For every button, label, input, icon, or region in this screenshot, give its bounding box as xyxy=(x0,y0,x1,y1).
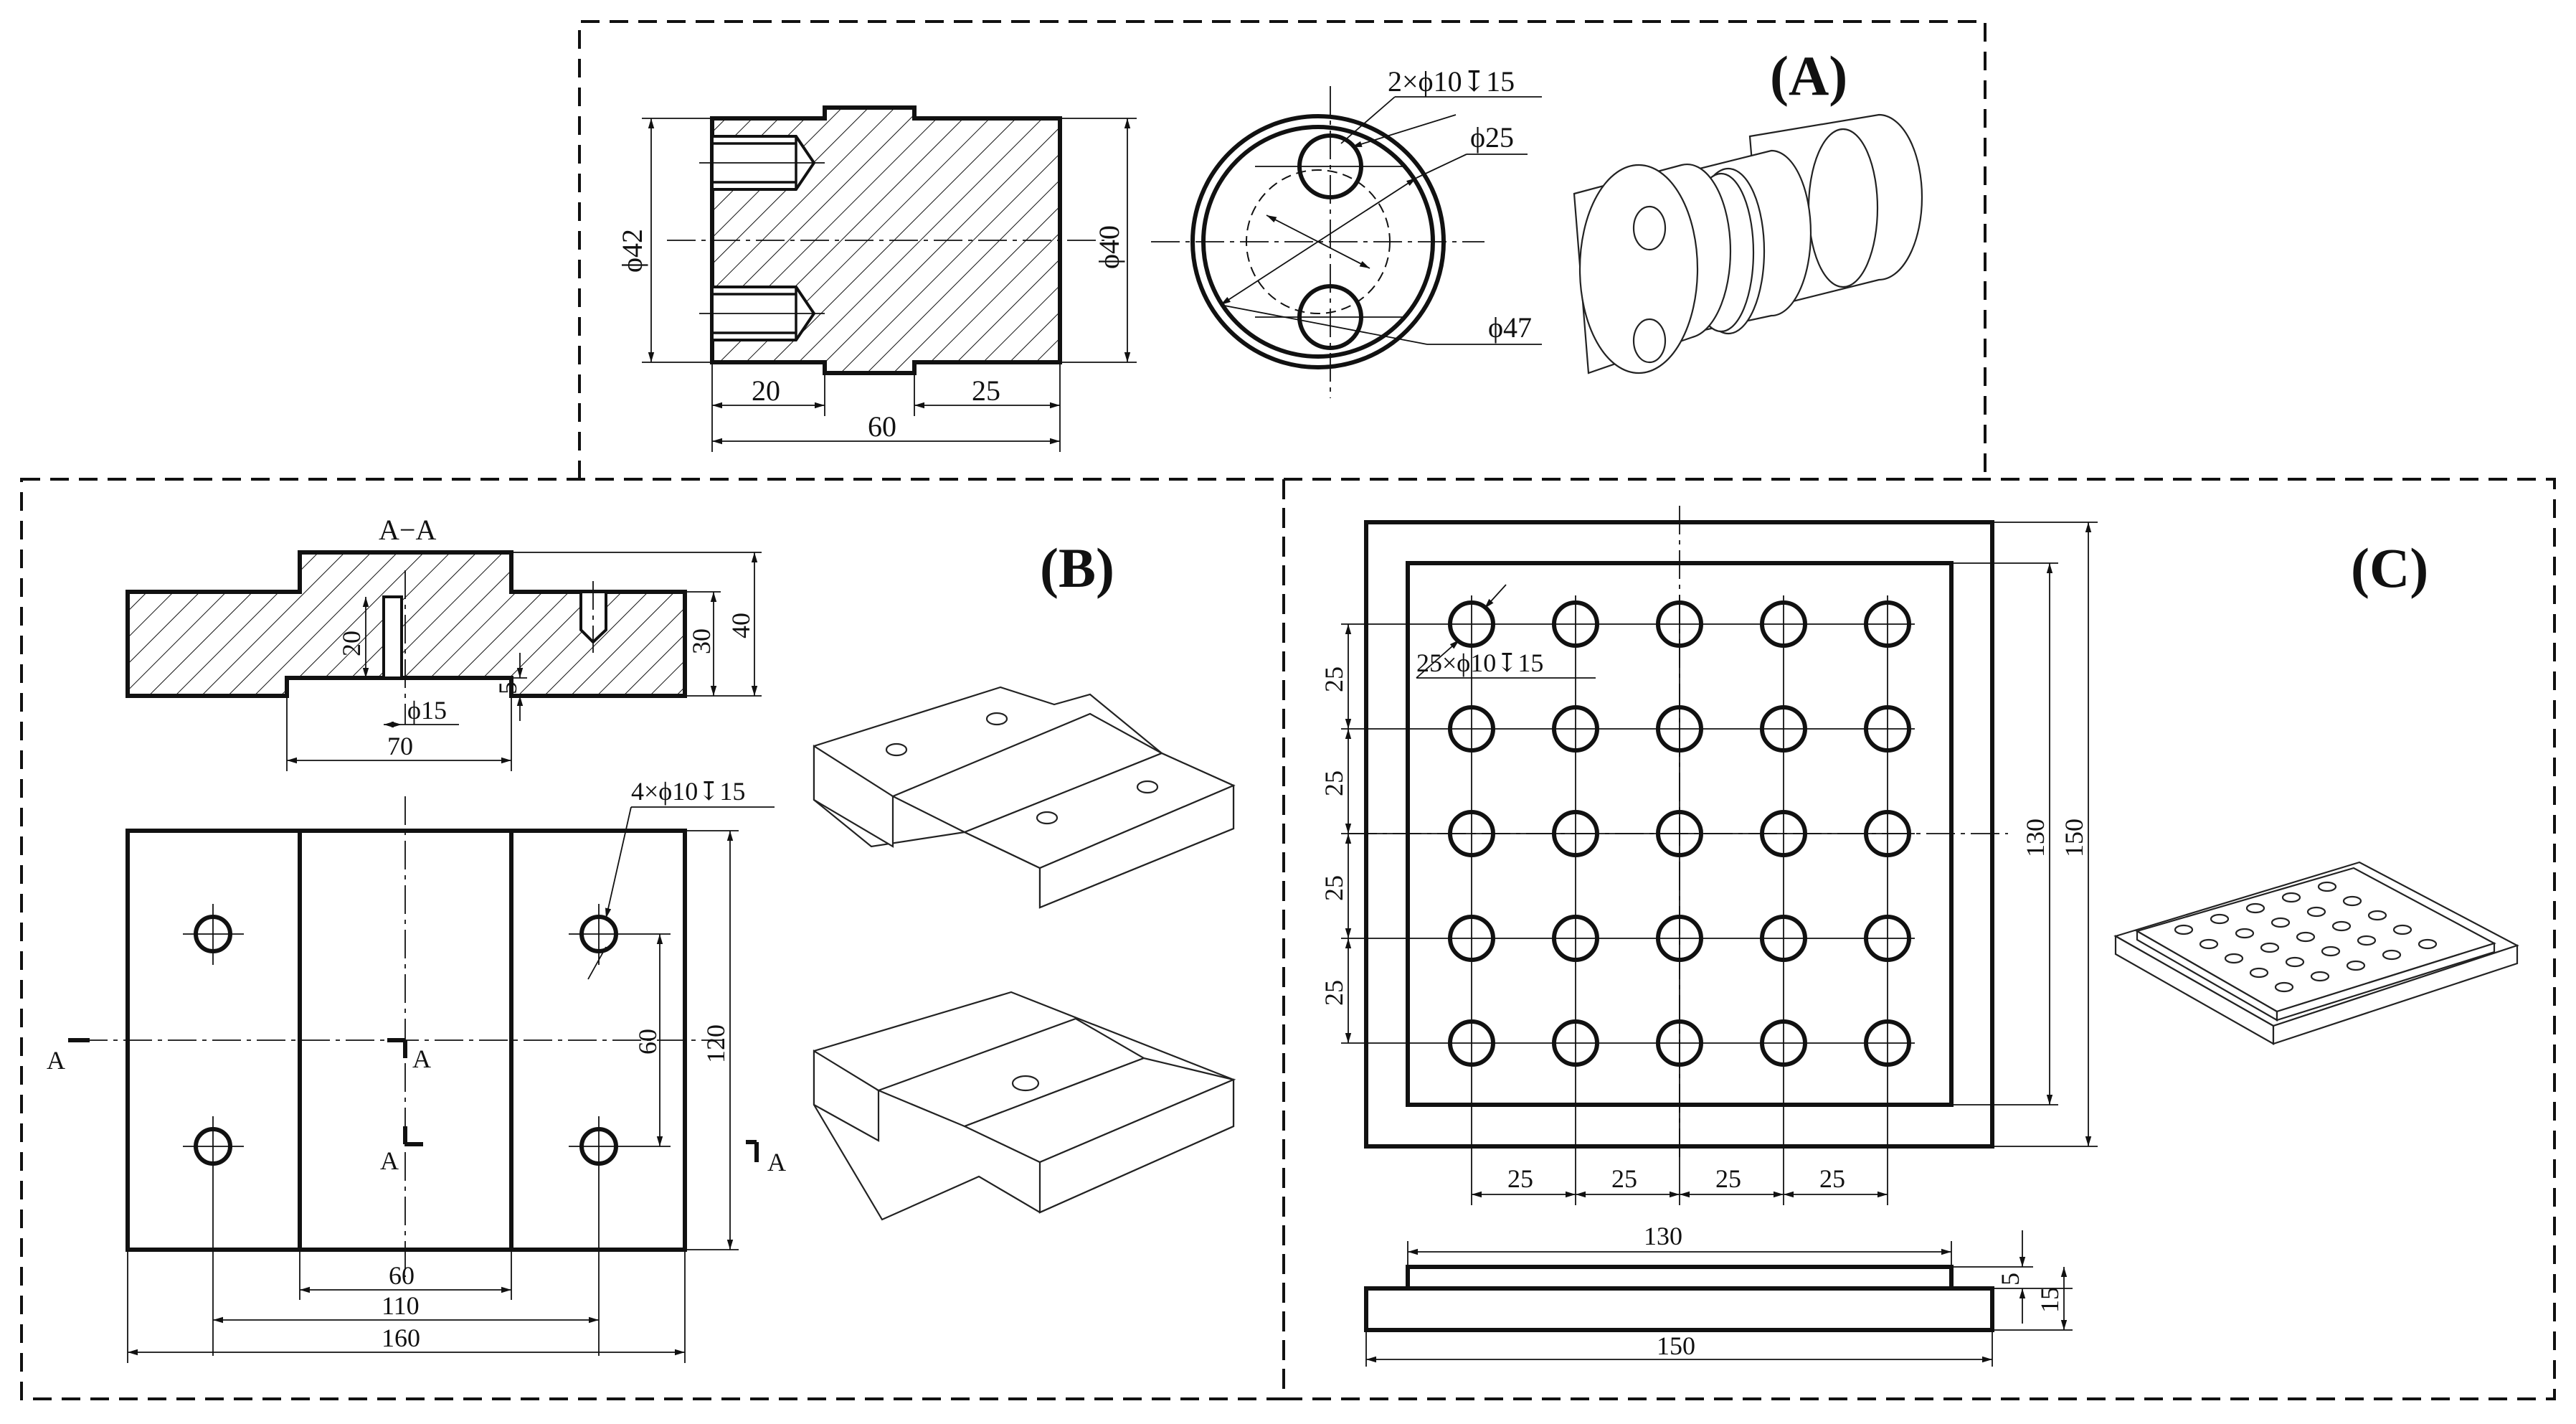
plan-holes xyxy=(183,904,671,1356)
dim-b-v60: 60 xyxy=(633,1029,662,1055)
dim-a-60: 60 xyxy=(868,410,896,443)
dim-a-d25: ϕ25 xyxy=(1470,121,1514,154)
dim-b-w60: 60 xyxy=(389,1261,415,1290)
panel-b: (B) A−A 30 40 20 5 ϕ15 xyxy=(47,514,1236,1363)
plate-plan-view: 25×ϕ10↧15 25 25 25 25 25 25 25 25 130 xyxy=(1320,506,2098,1205)
dim-b-40: 40 xyxy=(726,613,755,638)
dim-c-h15: 15 xyxy=(2035,1287,2064,1313)
panel-c: (C) xyxy=(1320,506,2519,1367)
dim-c-pitch-v: 25 xyxy=(1320,770,1348,796)
dim-c-w150: 150 xyxy=(1657,1331,1695,1360)
grid-centerlines xyxy=(1341,595,1915,1205)
dim-d40: ϕ40 xyxy=(1093,225,1125,269)
shaft-isometric xyxy=(1573,113,1923,374)
dim-a-holes: 2×ϕ10↧15 xyxy=(1388,65,1515,98)
block-plan-view: A A A A 4×ϕ10↧15 60 120 60 110 xyxy=(47,777,786,1363)
dim-c-v150: 150 xyxy=(2060,819,2088,857)
dim-c-pitch-v: 25 xyxy=(1320,980,1348,1006)
dim-c-pitch-h: 25 xyxy=(1611,1164,1637,1193)
panel-a-label: (A) xyxy=(1770,44,1847,107)
dim-c-pitch-v: 25 xyxy=(1320,666,1348,692)
panel-a: (A) ϕ42 ϕ40 xyxy=(616,44,1923,452)
section-mark-a: A xyxy=(380,1146,399,1175)
dim-a-25: 25 xyxy=(972,374,1000,407)
panel-c-label: (C) xyxy=(2351,537,2428,599)
dim-b-70: 70 xyxy=(387,732,413,760)
dim-b-d15: ϕ15 xyxy=(407,696,447,725)
block-section-view: 30 40 20 5 ϕ15 70 xyxy=(126,550,762,771)
block-isometric-top xyxy=(813,686,1236,909)
dim-b-w160: 160 xyxy=(382,1324,420,1352)
dim-b-5: 5 xyxy=(493,682,522,694)
shaft-section-view: ϕ42 ϕ40 20 25 60 xyxy=(616,105,1137,452)
dim-a-20: 20 xyxy=(752,374,780,407)
dim-a-d47: ϕ47 xyxy=(1488,311,1532,344)
dim-c-pitch-v: 25 xyxy=(1320,875,1348,901)
section-mark-a: A xyxy=(412,1045,431,1073)
section-title: A−A xyxy=(379,514,436,546)
dim-c-pitch-h: 25 xyxy=(1819,1164,1845,1193)
dim-c-pitch-h: 25 xyxy=(1715,1164,1741,1193)
dim-b-holes: 4×ϕ10↧15 xyxy=(631,777,745,806)
block-isometric-bottom xyxy=(813,991,1236,1221)
shaft-end-view: 2×ϕ10↧15 ϕ25 ϕ47 xyxy=(1151,65,1542,398)
iso-holes xyxy=(2174,881,2438,993)
plate-side-view: 130 150 5 15 xyxy=(1364,1222,2073,1367)
plate-isometric xyxy=(2113,861,2519,1045)
dim-c-holes: 25×ϕ10↧15 xyxy=(1416,649,1543,677)
dim-c-h5: 5 xyxy=(1996,1273,2025,1286)
plate-side-top xyxy=(1406,1265,1954,1291)
section-mark-a: A xyxy=(47,1046,65,1075)
plate-side-base xyxy=(1364,1286,1994,1332)
dim-c-v130: 130 xyxy=(2021,819,2050,857)
panel-b-frame xyxy=(20,478,1285,1400)
panel-c-frame xyxy=(1282,478,2556,1400)
dim-d42: ϕ42 xyxy=(616,229,648,273)
dim-c-pitch-h: 25 xyxy=(1507,1164,1533,1193)
dim-b-w110: 110 xyxy=(382,1291,420,1320)
section-mark-a: A xyxy=(767,1148,786,1177)
dim-c-w130: 130 xyxy=(1644,1222,1682,1250)
dim-b-v120: 120 xyxy=(701,1024,730,1063)
dim-b-20: 20 xyxy=(337,631,366,656)
panel-a-frame xyxy=(578,20,1987,479)
dim-b-30: 30 xyxy=(687,628,716,654)
panel-b-label: (B) xyxy=(1040,537,1114,599)
